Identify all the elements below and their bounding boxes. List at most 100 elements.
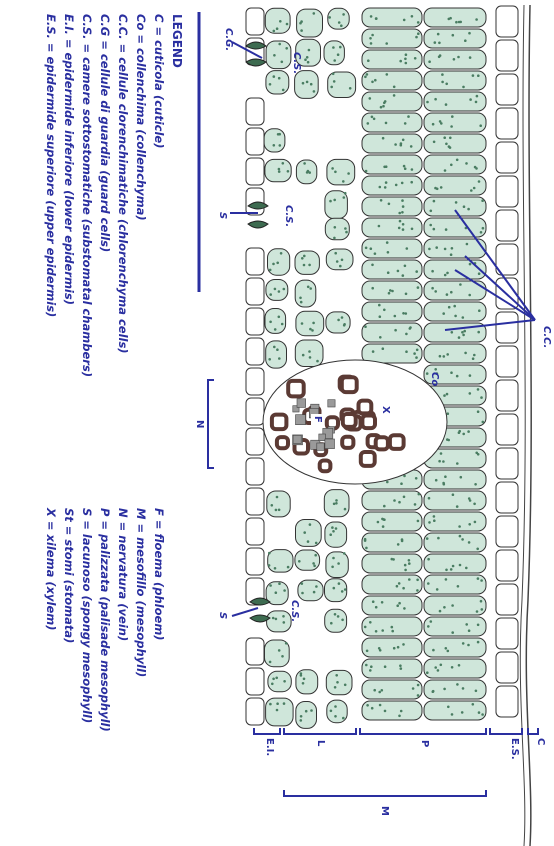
chloroplast xyxy=(281,323,284,326)
chloroplast xyxy=(417,520,420,523)
chloroplast xyxy=(404,122,407,125)
chloroplast xyxy=(333,80,336,83)
xylem-cell xyxy=(359,401,372,414)
chloroplast xyxy=(307,61,310,64)
chloroplast xyxy=(366,704,369,707)
chloroplast xyxy=(365,247,368,250)
chloroplast xyxy=(440,452,443,455)
chloroplast xyxy=(477,388,480,391)
chloroplast xyxy=(275,591,278,594)
chloroplast xyxy=(451,666,454,669)
legend-item: N = nervatura (vein) xyxy=(116,508,130,641)
chloroplast xyxy=(455,21,458,24)
chloroplast xyxy=(443,394,446,397)
chloroplast xyxy=(343,196,346,199)
upper-epidermis xyxy=(496,6,518,717)
chloroplast xyxy=(464,352,467,355)
chloroplast xyxy=(331,566,334,569)
phloem-cell xyxy=(296,415,306,425)
palisade-cell xyxy=(362,155,422,174)
chloroplast xyxy=(434,666,437,669)
chloroplast xyxy=(433,519,436,522)
spongy-cell xyxy=(266,698,294,726)
chloroplast xyxy=(477,331,480,334)
chloroplast xyxy=(300,715,303,718)
chloroplast xyxy=(370,665,373,668)
chloroplast xyxy=(449,17,452,20)
chloroplast xyxy=(387,271,390,274)
chloroplast xyxy=(274,567,277,570)
epidermis-cell xyxy=(496,686,518,717)
chloroplast xyxy=(417,21,420,24)
chloroplast xyxy=(382,518,385,521)
chloroplast xyxy=(332,46,335,49)
chloroplast xyxy=(283,680,286,683)
chloroplast xyxy=(271,683,274,686)
palisade-cell xyxy=(362,71,422,90)
chloroplast xyxy=(463,205,466,208)
chloroplast xyxy=(433,200,436,203)
chloroplast xyxy=(459,283,462,286)
chloroplast xyxy=(344,192,347,195)
palisade-cell xyxy=(362,260,422,279)
chloroplast xyxy=(365,170,368,173)
chloroplast xyxy=(399,220,402,223)
chloroplast xyxy=(472,74,475,77)
chloroplast xyxy=(298,560,301,563)
chloroplast xyxy=(418,493,421,496)
spongy-cell xyxy=(295,71,319,99)
chloroplast xyxy=(334,171,337,174)
chloroplast xyxy=(384,186,387,189)
chloroplast xyxy=(275,618,278,621)
chloroplast xyxy=(332,73,335,76)
spongy-cell xyxy=(268,671,291,691)
xylem-cell xyxy=(277,437,288,448)
chloroplast xyxy=(458,336,461,339)
chloroplast xyxy=(402,643,405,646)
palisade-cell xyxy=(424,680,486,699)
chloroplast xyxy=(332,530,335,533)
chloroplast xyxy=(269,293,272,296)
label-layer-c: C xyxy=(535,738,546,745)
chloroplast xyxy=(450,371,453,374)
chloroplast xyxy=(401,199,404,202)
chloroplast xyxy=(481,199,484,202)
chloroplast xyxy=(275,509,278,512)
leader-s-bottom xyxy=(232,608,258,616)
chloroplast xyxy=(383,309,386,312)
chloroplast xyxy=(315,585,318,588)
epidermis-cell xyxy=(246,308,264,335)
chloroplast xyxy=(441,81,444,84)
chloroplast xyxy=(445,143,448,146)
chloroplast xyxy=(370,15,373,18)
chloroplast xyxy=(312,562,315,565)
chloroplast xyxy=(444,475,447,478)
chloroplast xyxy=(303,678,306,681)
label-layer-p: P xyxy=(419,740,430,747)
chloroplast xyxy=(301,322,304,325)
epidermis-cell xyxy=(496,108,518,139)
epidermis-cell xyxy=(246,188,264,215)
chloroplast xyxy=(445,569,448,572)
chloroplast xyxy=(302,82,305,85)
chloroplast xyxy=(462,687,465,690)
chloroplast xyxy=(311,329,314,332)
chloroplast xyxy=(301,592,304,595)
chloroplast xyxy=(310,709,313,712)
chloroplast xyxy=(426,671,429,674)
chloroplast xyxy=(335,499,338,502)
palisade-cell xyxy=(362,659,422,678)
chloroplast xyxy=(394,315,397,318)
chloroplast xyxy=(477,624,480,627)
chloroplast xyxy=(469,56,472,59)
chloroplast xyxy=(481,608,484,611)
chloroplast xyxy=(411,168,414,171)
chloroplast xyxy=(301,257,304,260)
spongy-cell xyxy=(295,280,316,307)
phloem-cell xyxy=(325,439,335,449)
chloroplast xyxy=(339,46,342,49)
chloroplast xyxy=(469,374,472,377)
spongy-cell xyxy=(296,670,318,694)
chloroplast xyxy=(433,515,436,518)
chloroplast xyxy=(329,200,332,203)
